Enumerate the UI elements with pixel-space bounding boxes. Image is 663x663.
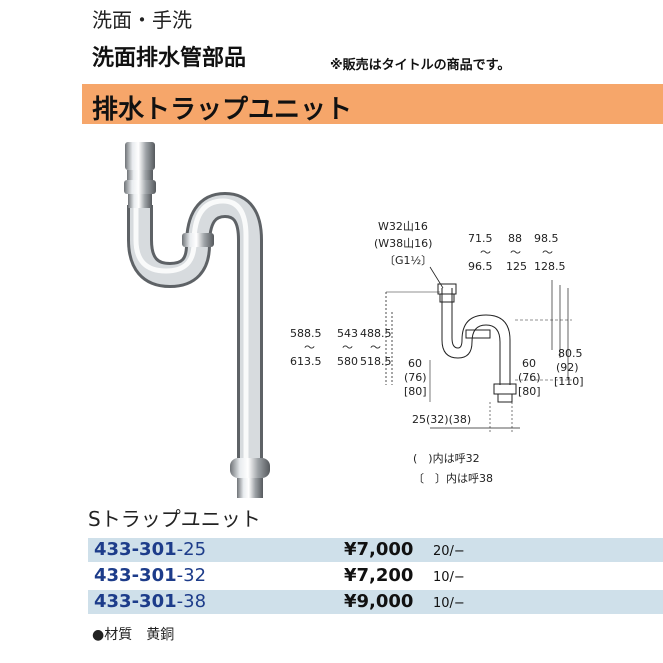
left-dim-2-top: 543 (337, 327, 358, 340)
left-dim-3-mid: 〜 (370, 341, 381, 354)
right-height-92: (92) (556, 361, 579, 374)
category-label: 洗面・手洗 (92, 8, 192, 32)
right-height-805: 80.5 (558, 347, 583, 360)
left-dim-3-top: 488.5 (360, 327, 392, 340)
price-row: 433-301-32 ¥7,200 10/− (88, 564, 663, 588)
thread-spec-line-3: 〔G1½〕 (384, 254, 432, 267)
section-banner-title: 排水トラップユニット (92, 95, 353, 125)
dimension-drawing: W32山16 (W38山16) 〔G1½〕 71.5 〜 96.5 88 〜 1… (290, 220, 584, 432)
package-unit: 10/− (433, 596, 465, 611)
right-height-110: [110] (554, 375, 584, 388)
price-row: 433-301-38 ¥9,000 10/− (88, 590, 663, 614)
product-price: ¥7,000 (344, 539, 414, 560)
left-height-60: 60 (408, 357, 422, 370)
thread-spec-line-1: W32山16 (378, 220, 428, 233)
left-dim-2-bottom: 580 (337, 355, 358, 368)
package-unit: 10/− (433, 570, 465, 585)
inlet-cap (125, 142, 155, 170)
top-dim-3-bottom: 128.5 (534, 260, 566, 273)
top-dim-1-bottom: 96.5 (468, 260, 493, 273)
left-dim-1-top: 588.5 (290, 327, 322, 340)
right-height-76: (76) (518, 371, 541, 384)
top-dim-2-top: 88 (508, 232, 522, 245)
top-dim-3-top: 98.5 (534, 232, 559, 245)
product-code: 433-301-38 (94, 591, 207, 612)
thread-spec-line-2: (W38山16) (374, 237, 432, 250)
legend-32: ( )内は呼32 (413, 452, 480, 465)
left-dim-1-bottom: 613.5 (290, 355, 322, 368)
product-code: 433-301-25 (94, 539, 207, 560)
top-dim-2-mid: 〜 (510, 246, 521, 259)
legend-38: 〔 〕内は呼38 (413, 472, 493, 485)
union-nut (182, 233, 214, 247)
product-name: Sトラップユニット (88, 507, 261, 531)
bottom-width-dim: 25(32)(38) (412, 413, 471, 426)
left-dim-1-mid: 〜 (304, 341, 315, 354)
price-row: 433-301-25 ¥7,000 20/− (88, 538, 663, 562)
right-height-80: [80] (518, 385, 541, 398)
left-dim-2-mid: 〜 (342, 341, 353, 354)
right-height-60: 60 (522, 357, 536, 370)
left-height-80: [80] (404, 385, 427, 398)
top-dim-1-mid: 〜 (480, 246, 491, 259)
top-dim-3-mid: 〜 (542, 246, 553, 259)
package-unit: 20/− (433, 544, 465, 559)
product-price: ¥7,200 (344, 565, 414, 586)
sales-note: ※販売はタイトルの商品です。 (330, 58, 511, 73)
product-code: 433-301-32 (94, 565, 207, 586)
s-trap-photo (124, 142, 270, 498)
material-spec: ●材質 黄銅 (92, 627, 175, 643)
top-dim-2-bottom: 125 (506, 260, 527, 273)
floor-flange (230, 458, 270, 478)
left-dim-3-bottom: 518.5 (360, 355, 392, 368)
left-height-76: (76) (404, 371, 427, 384)
inlet-nut (124, 180, 156, 194)
section-banner (82, 84, 663, 124)
product-price: ¥9,000 (344, 591, 414, 612)
page-title: 洗面排水管部品 (92, 46, 247, 71)
top-dim-1-top: 71.5 (468, 232, 493, 245)
